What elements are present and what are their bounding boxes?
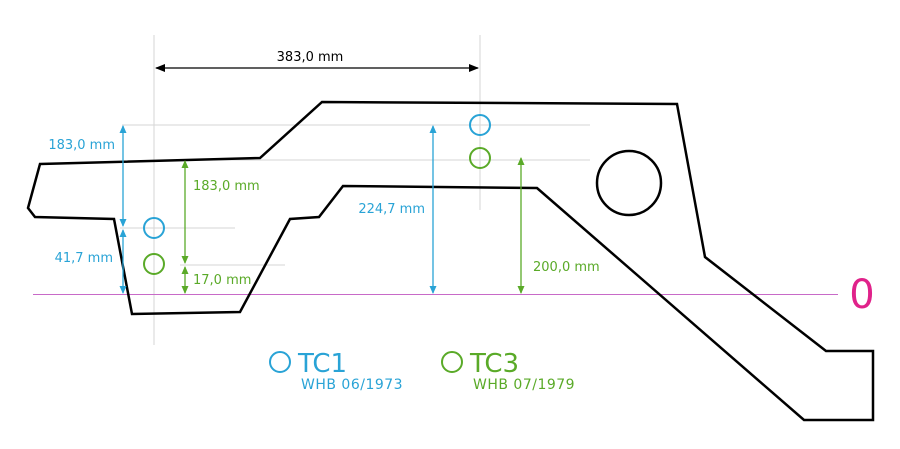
guide-lines xyxy=(120,35,590,345)
tc3-marker-right xyxy=(469,147,491,169)
tc1-marker-right xyxy=(469,114,491,136)
legend-tc3: TC3 WHB 07/1979 xyxy=(441,349,575,393)
tc1-left-lower-label: 41,7 mm xyxy=(55,251,113,266)
section-outline xyxy=(26,100,875,422)
tc1-legend-title: TC1 xyxy=(297,349,347,379)
tc1-right-label: 224,7 mm xyxy=(358,202,425,217)
tc3-legend-title: TC3 xyxy=(469,349,519,379)
tc1-marker-left xyxy=(143,217,165,239)
tc1-left-upper-label: 183,0 mm xyxy=(48,138,115,153)
tc3-legend-subtitle: WHB 07/1979 xyxy=(473,377,575,393)
tc3-marker-left xyxy=(143,253,165,275)
tc3-left-upper-label: 183,0 mm xyxy=(193,179,260,194)
tc3-left-lower-label: 17,0 mm xyxy=(193,273,251,288)
legend-tc1: TC1 WHB 06/1973 xyxy=(269,349,403,393)
tc3-legend-icon xyxy=(441,351,463,373)
zero-label: 0 xyxy=(849,272,874,318)
tc1-legend-subtitle: WHB 06/1973 xyxy=(301,377,403,393)
horizontal-dimension-label: 383,0 mm xyxy=(277,50,344,65)
round-opening xyxy=(595,149,663,217)
tc3-right-label: 200,0 mm xyxy=(533,260,600,275)
tc1-legend-icon xyxy=(269,351,291,373)
